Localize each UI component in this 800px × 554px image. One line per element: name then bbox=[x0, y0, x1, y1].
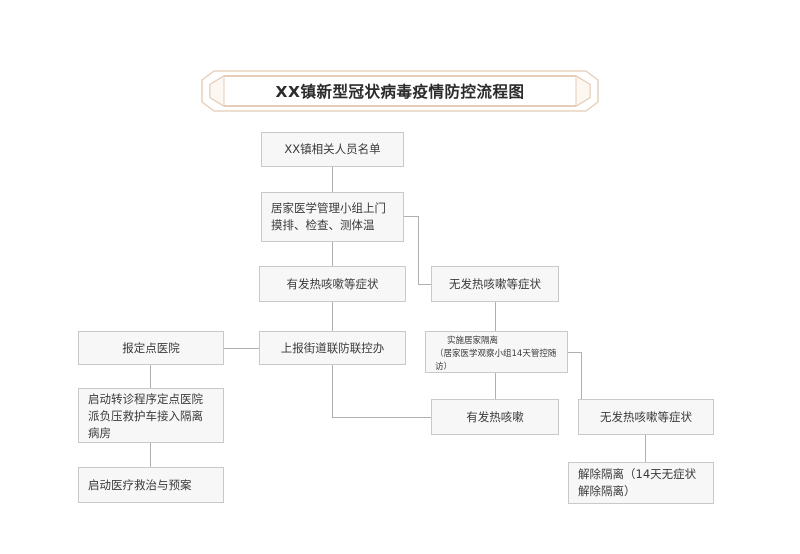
node-transfer-procedure[interactable]: 启动转诊程序定点医院派负压救护车接入隔离病房 bbox=[78, 388, 224, 443]
connector-home-quarantine-elbow-vertical bbox=[581, 352, 582, 417]
node-report-street-office[interactable]: 上报街道联防联控办 bbox=[259, 331, 406, 365]
title-banner: XX镇新型冠状病毒疫情防控流程图 bbox=[200, 69, 600, 113]
node-home-visit[interactable]: 居家医学管理小组上门摸排、检查、测体温 bbox=[261, 192, 404, 242]
connector-home-quarantine-to-sym-yes-2 bbox=[495, 373, 496, 399]
node-roster-label: XX镇相关人员名单 bbox=[284, 142, 381, 156]
node-symptoms-yes-2-label: 有发热咳嗽 bbox=[466, 409, 524, 424]
connector-sym-no-1-to-home-quarantine bbox=[495, 302, 496, 331]
connector-roster-to-home-visit bbox=[332, 167, 333, 192]
node-home-quarantine[interactable]: 实施居家隔离 （居家医学观察小组14天管控随访） bbox=[425, 331, 568, 373]
node-designated-hospital[interactable]: 报定点医院 bbox=[78, 331, 224, 365]
connector-transfer-to-treatment bbox=[150, 443, 151, 467]
connector-home-quarantine-elbow-top bbox=[568, 352, 581, 353]
node-symptoms-no-1[interactable]: 无发热咳嗽等症状 bbox=[431, 266, 559, 302]
banner-right-ribbon-tail bbox=[575, 75, 591, 107]
connector-home-visit-to-sym-yes-1 bbox=[332, 242, 333, 266]
connector-sym-no-2-to-release bbox=[645, 435, 646, 462]
banner-left-ribbon-tail bbox=[209, 75, 225, 107]
node-symptoms-yes-1[interactable]: 有发热咳嗽等症状 bbox=[259, 266, 406, 302]
node-designated-hospital-label: 报定点医院 bbox=[122, 340, 180, 355]
node-symptoms-yes-2[interactable]: 有发热咳嗽 bbox=[431, 399, 559, 435]
node-symptoms-yes-1-label: 有发热咳嗽等症状 bbox=[286, 276, 379, 291]
connector-report-office-down bbox=[332, 365, 333, 417]
connector-sym-yes-1-to-report-office bbox=[332, 302, 333, 331]
connector-hospital-to-transfer bbox=[150, 365, 151, 388]
node-roster[interactable]: XX镇相关人员名单 bbox=[261, 132, 404, 167]
connector-home-visit-elbow-vertical bbox=[418, 216, 419, 284]
node-report-street-office-label: 上报街道联防联控办 bbox=[280, 340, 385, 355]
node-home-visit-label: 居家医学管理小组上门摸排、检查、测体温 bbox=[271, 201, 386, 232]
node-medical-treatment[interactable]: 启动医疗救治与预案 bbox=[78, 467, 224, 503]
connector-hospital-to-report-office bbox=[224, 348, 262, 349]
connector-home-visit-elbow-to-sym-no-1 bbox=[418, 284, 431, 285]
node-release-quarantine-label: 解除隔离（14天无症状解除隔离） bbox=[578, 467, 697, 498]
node-symptoms-no-2-label: 无发热咳嗽等症状 bbox=[600, 409, 692, 424]
node-medical-treatment-label: 启动医疗救治与预案 bbox=[88, 477, 192, 492]
node-home-quarantine-label-main: 实施居家隔离 bbox=[447, 336, 499, 346]
node-home-quarantine-label-sub: （居家医学观察小组14天管控随访） bbox=[435, 349, 557, 372]
page-title: XX镇新型冠状病毒疫情防控流程图 bbox=[275, 83, 525, 101]
node-symptoms-no-1-label: 无发热咳嗽等症状 bbox=[449, 276, 541, 291]
connector-report-office-to-sym-yes-2 bbox=[332, 417, 431, 418]
connector-home-visit-elbow-top bbox=[403, 216, 418, 217]
node-symptoms-no-2[interactable]: 无发热咳嗽等症状 bbox=[578, 399, 714, 435]
node-transfer-procedure-label: 启动转诊程序定点医院派负压救护车接入隔离病房 bbox=[88, 392, 203, 440]
node-release-quarantine[interactable]: 解除隔离（14天无症状解除隔离） bbox=[568, 462, 714, 504]
